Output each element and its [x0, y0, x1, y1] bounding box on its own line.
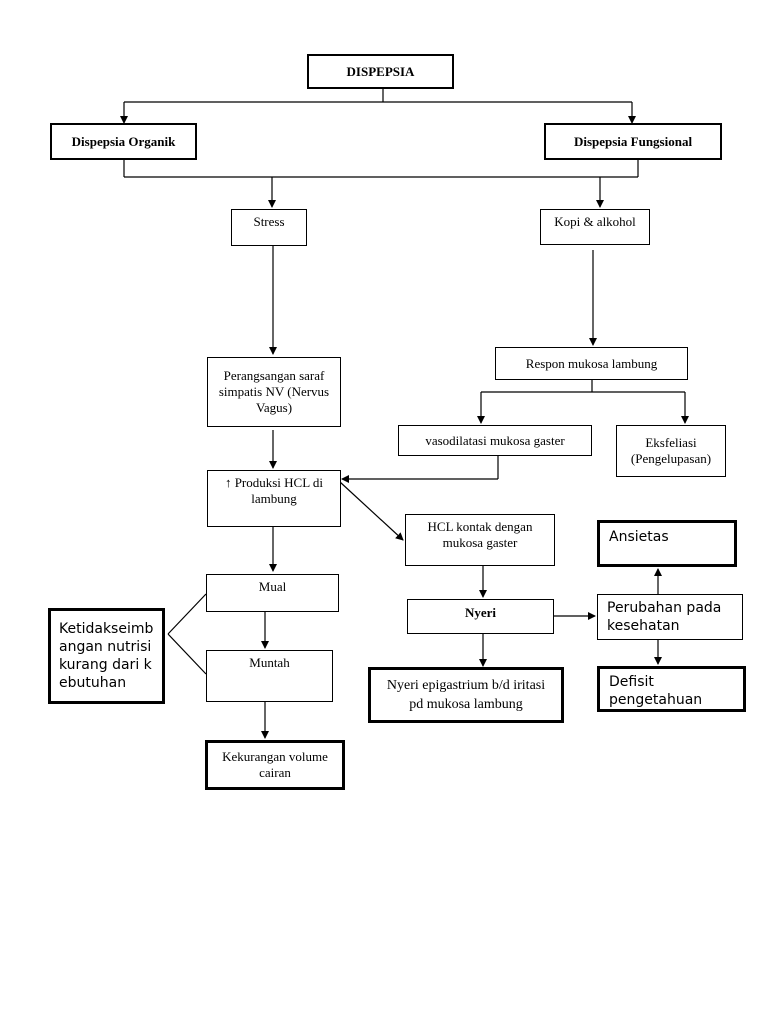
node-nyeri-epigastrium: Nyeri epigastrium b/d iritasi pd mukosa … — [368, 667, 564, 723]
node-kekurangan-volume-cairan: Kekurangan volume cairan — [205, 740, 345, 790]
node-eksfeliasi: Eksfeliasi (Pengelupasan) — [616, 425, 726, 477]
node-perangsangan-saraf: Perangsangan saraf simpatis NV (Nervus V… — [207, 357, 341, 427]
node-ketidakseimbangan-nutrisi: Ketidakseimbangan nutrisi kurang dari ke… — [48, 608, 165, 704]
node-produksi-hcl: ↑ Produksi HCL di lambung — [207, 470, 341, 527]
node-vasodilatasi: vasodilatasi mukosa gaster — [398, 425, 592, 456]
node-muntah: Muntah — [206, 650, 333, 702]
node-dispepsia: DISPEPSIA — [307, 54, 454, 89]
node-nyeri: Nyeri — [407, 599, 554, 634]
node-dispepsia-organik: Dispepsia Organik — [50, 123, 197, 160]
node-dispepsia-fungsional: Dispepsia Fungsional — [544, 123, 722, 160]
node-hcl-kontak: HCL kontak dengan mukosa gaster — [405, 514, 555, 566]
node-ansietas: Ansietas — [597, 520, 737, 567]
node-mual: Mual — [206, 574, 339, 612]
node-stress: Stress — [231, 209, 307, 246]
node-defisit-pengetahuan: Defisit pengetahuan — [597, 666, 746, 712]
node-perubahan-kesehatan: Perubahan pada kesehatan — [597, 594, 743, 640]
node-respon-mukosa: Respon mukosa lambung — [495, 347, 688, 380]
node-kopi-alkohol: Kopi & alkohol — [540, 209, 650, 245]
